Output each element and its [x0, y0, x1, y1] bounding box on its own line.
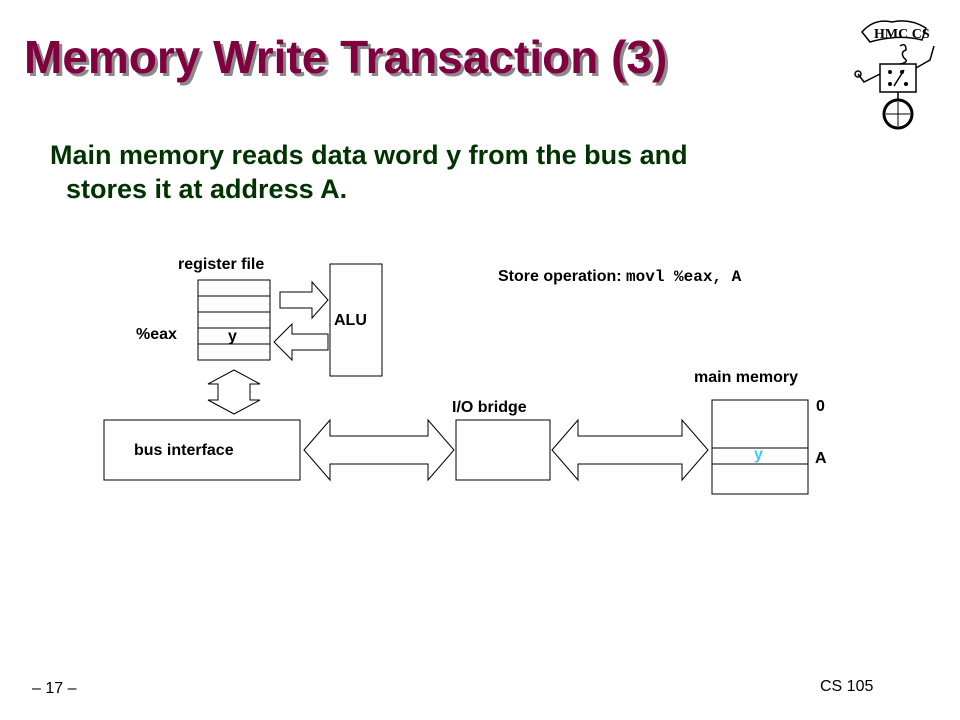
store-operation-label: Store operation: — [498, 268, 622, 285]
eax-label: %eax — [136, 326, 177, 343]
bullet-line-2: stores it at address A. — [66, 174, 348, 204]
register-file-label: register file — [178, 256, 265, 273]
arrow-iobridge-memory — [551, 418, 709, 482]
bullet-line-1: Main memory reads data word y from the b… — [50, 140, 688, 170]
page-number: – 17 – — [32, 680, 77, 697]
hmc-cs-logo: HMC CS — [852, 12, 944, 137]
memory-address-zero: 0 — [816, 398, 825, 415]
slide-title: Memory Write Transaction (3) — [24, 31, 668, 83]
arrow-bus-iobridge — [303, 418, 455, 482]
register-value: y — [228, 328, 237, 345]
arrow-regfile-bus — [207, 369, 261, 415]
alu-box — [329, 263, 383, 377]
store-operation-code: movl %eax, A — [626, 268, 742, 286]
main-memory — [711, 399, 809, 495]
io-bridge-box — [455, 419, 551, 481]
course-label: CS 105 — [820, 678, 874, 695]
memory-value: y — [754, 446, 763, 463]
bus-interface-box — [103, 419, 301, 481]
arrow-regfile-to-alu — [279, 280, 329, 320]
svg-text:HMC CS: HMC CS — [874, 27, 930, 42]
alu-label: ALU — [334, 312, 367, 329]
arrow-alu-to-regfile — [273, 322, 329, 362]
bus-interface-label: bus interface — [134, 442, 234, 459]
io-bridge-label: I/O bridge — [452, 399, 527, 416]
memory-address-a: A — [815, 450, 827, 467]
bullet-text: Main memory reads data word y from the b… — [50, 138, 850, 206]
register-file — [197, 279, 271, 361]
store-operation: Store operation: movl %eax, A — [498, 268, 741, 286]
main-memory-label: main memory — [694, 369, 799, 386]
